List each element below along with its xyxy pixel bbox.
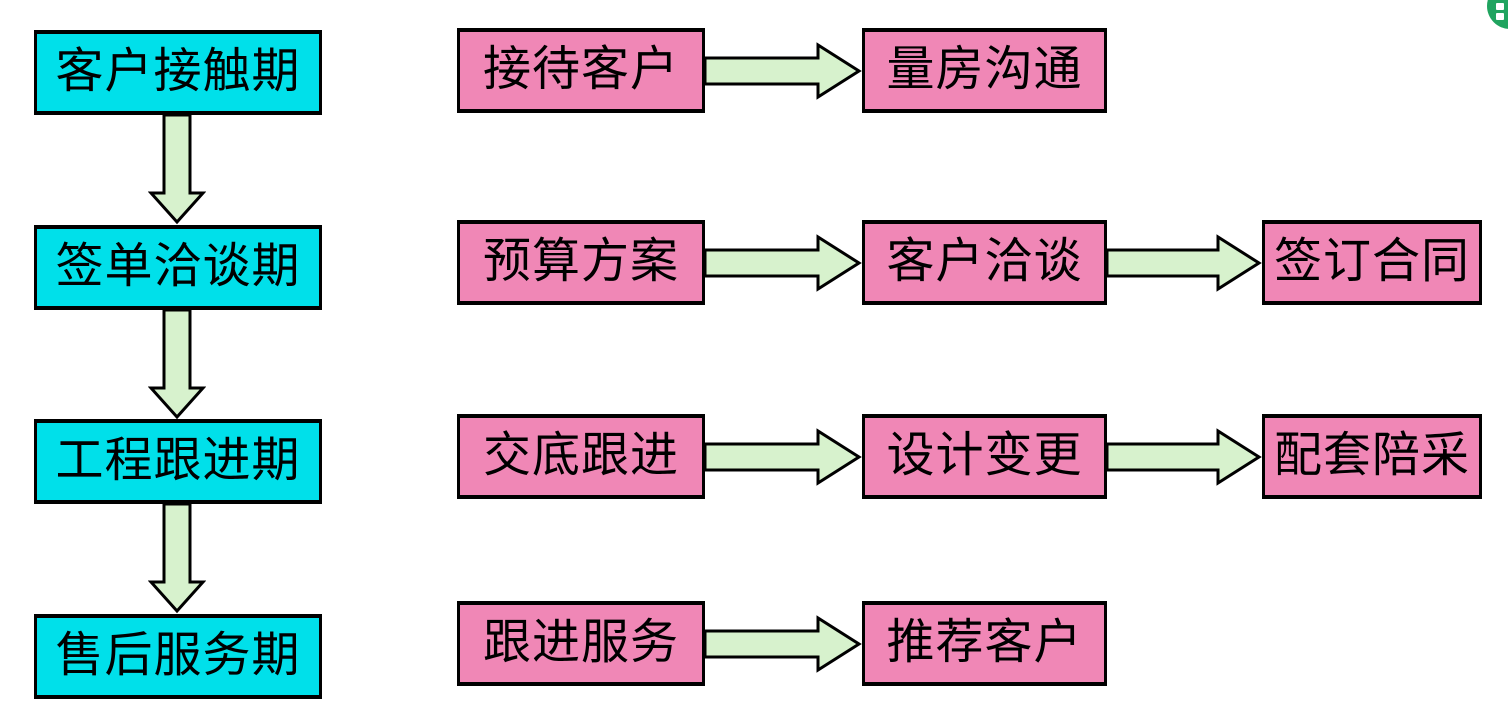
phase-box-contract-negotiation: 签单洽谈期: [34, 225, 322, 310]
step-label: 设计变更: [886, 426, 1083, 483]
phase-box-project-followup: 工程跟进期: [34, 419, 322, 504]
badge-cell: [1496, 3, 1504, 10]
phase-box-aftersales-service: 售后服务期: [34, 614, 322, 699]
phase-label: 工程跟进期: [55, 431, 301, 488]
step-box-customer-talks: 客户洽谈: [862, 220, 1107, 305]
step-label: 推荐客户: [886, 613, 1083, 670]
step-box-briefing-followup: 交底跟进: [457, 414, 705, 499]
down-arrow-icon: [148, 504, 206, 614]
step-box-sign-contract: 签订合同: [1262, 220, 1482, 305]
step-label: 预算方案: [482, 232, 679, 289]
phase-label: 签单洽谈期: [55, 237, 301, 294]
right-arrow-icon: [705, 615, 862, 673]
right-arrow-icon: [1107, 428, 1262, 486]
phase-box-customer-contact: 客户接触期: [34, 30, 322, 115]
step-box-measure-room: 量房沟通: [862, 28, 1107, 113]
phase-label: 售后服务期: [55, 626, 301, 683]
badge-cell: [1496, 13, 1504, 20]
step-label: 配套陪采: [1273, 426, 1470, 483]
down-arrow-icon: [148, 310, 206, 420]
down-arrow-icon: [148, 115, 206, 225]
right-arrow-icon: [705, 428, 862, 486]
step-box-recommend-customer: 推荐客户: [862, 601, 1107, 686]
step-label: 签订合同: [1273, 232, 1470, 289]
step-box-receive-customer: 接待客户: [457, 28, 705, 113]
right-arrow-icon: [1107, 234, 1262, 292]
step-box-design-change: 设计变更: [862, 414, 1107, 499]
step-label: 交底跟进: [482, 426, 679, 483]
step-box-followup-service: 跟进服务: [457, 601, 705, 686]
step-label: 跟进服务: [482, 613, 679, 670]
step-label: 量房沟通: [886, 40, 1083, 97]
step-box-accompanied-purchasing: 配套陪采: [1262, 414, 1482, 499]
right-arrow-icon: [705, 234, 862, 292]
step-label: 客户洽谈: [886, 232, 1083, 289]
phase-label: 客户接触期: [55, 42, 301, 99]
right-arrow-icon: [705, 42, 862, 100]
step-box-budget-plan: 预算方案: [457, 220, 705, 305]
step-label: 接待客户: [482, 40, 679, 97]
